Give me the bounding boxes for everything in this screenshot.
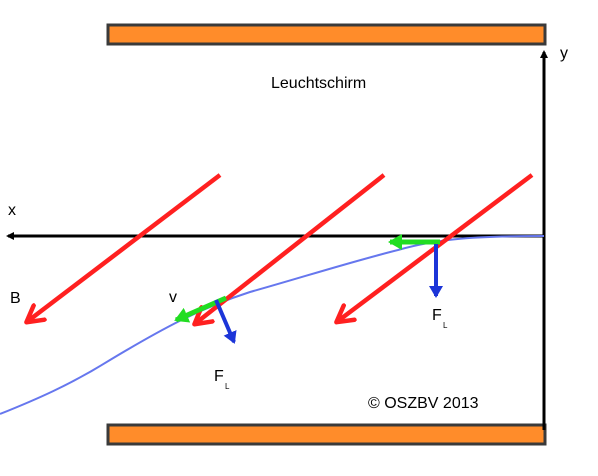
field-label: B [10, 290, 21, 307]
bottom-plate [106, 423, 547, 446]
force-arrow-1 [214, 299, 237, 344]
velocity-label: v [169, 289, 177, 306]
force-label-2: F [214, 368, 224, 385]
screen-label: Leuchtschirm [271, 75, 366, 92]
force-label-1-sub: L [443, 321, 448, 330]
x-axis-label: x [8, 202, 16, 219]
top-plate [106, 23, 547, 46]
force-label-1: F [432, 307, 442, 324]
force-label-2-sub: L [225, 382, 230, 391]
field-arrow-1 [28, 173, 222, 321]
y-axis-label: y [560, 45, 568, 62]
field-arrow-2 [196, 173, 386, 323]
copyright-label: © OSZBV 2013 [368, 395, 479, 412]
